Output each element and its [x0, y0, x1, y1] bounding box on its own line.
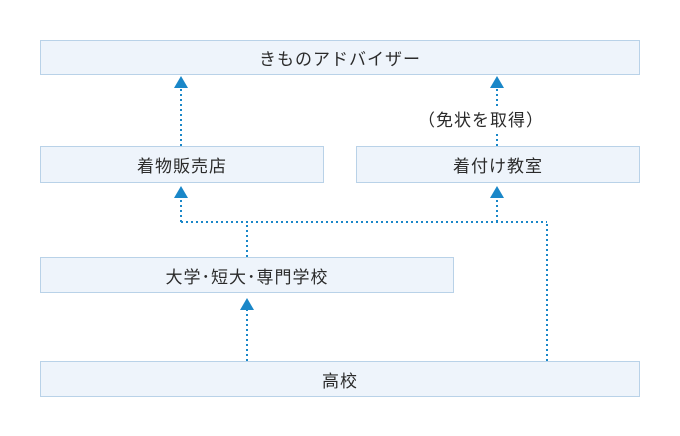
- node-kitsuke-school: 着付け教室: [356, 146, 640, 183]
- arrowhead-adviser-left: [174, 76, 188, 88]
- arrowhead-school: [490, 186, 504, 198]
- node-university: 大学･短大･専門学校: [40, 257, 454, 293]
- arrowhead-university: [240, 298, 254, 310]
- note-license: （免状を取得）: [418, 106, 544, 131]
- node-kimono-shop: 着物販売店: [40, 146, 324, 183]
- node-high-school: 高校: [40, 361, 640, 397]
- arrowhead-shop: [174, 186, 188, 198]
- arrowhead-adviser-right: [490, 76, 504, 88]
- node-kimono-adviser: きものアドバイザー: [40, 40, 640, 75]
